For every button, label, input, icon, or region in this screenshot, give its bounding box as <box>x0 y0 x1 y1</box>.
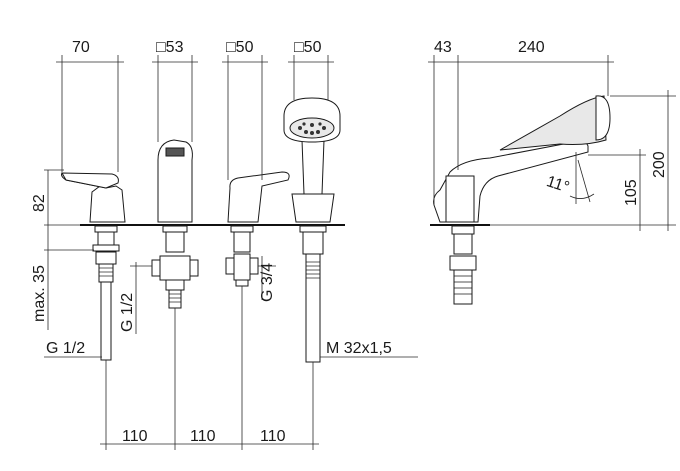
front-view: 70 □53 □50 □50 82 max. 35 G 1/2 G 1/2 G … <box>31 39 418 450</box>
spacing-1-label: 110 <box>122 428 148 445</box>
shower-square-label: □50 <box>294 39 322 56</box>
spacing-2-label: 110 <box>190 428 216 445</box>
side-offset-label: 43 <box>434 39 452 56</box>
side-right-dimensions: 200 105 <box>490 90 676 231</box>
left-handle-width-label: 70 <box>72 39 90 56</box>
valve-thread-label: G 3/4 <box>259 263 276 302</box>
right-handle-valve <box>225 171 290 287</box>
hose-thread-label: M 32x1,5 <box>326 340 392 357</box>
side-faucet <box>433 95 611 305</box>
left-pipe-thread-label: G 1/2 <box>46 340 85 357</box>
front-connection-labels: G 1/2 G 1/2 G 3/4 M 32x1,5 <box>44 256 418 358</box>
side-view: 43 240 200 105 11° <box>428 39 676 305</box>
front-bottom-dimensions: 110 110 110 <box>100 286 319 450</box>
spout-body <box>151 139 199 309</box>
front-left-dimensions: 82 max. 35 <box>31 169 94 330</box>
left-handle-valve <box>61 172 126 361</box>
side-projection-label: 240 <box>518 39 545 56</box>
side-total-height-label: 200 <box>651 151 668 178</box>
height-above-deck-label: 82 <box>31 194 48 212</box>
side-top-dimensions: 43 240 <box>428 39 614 205</box>
hand-shower <box>283 97 341 363</box>
spout-angle-label: 11° <box>544 173 571 196</box>
mixer-thread-label: G 1/2 <box>119 293 136 332</box>
max-deck-thickness-label: max. 35 <box>31 265 48 322</box>
spout-square-label: □53 <box>156 39 184 56</box>
front-top-dimensions: 70 □53 □50 □50 <box>56 39 334 180</box>
spacing-3-label: 110 <box>260 428 286 445</box>
side-angle: 11° <box>544 159 595 204</box>
side-spout-height-label: 105 <box>623 179 640 206</box>
right-handle-square-label: □50 <box>226 39 254 56</box>
